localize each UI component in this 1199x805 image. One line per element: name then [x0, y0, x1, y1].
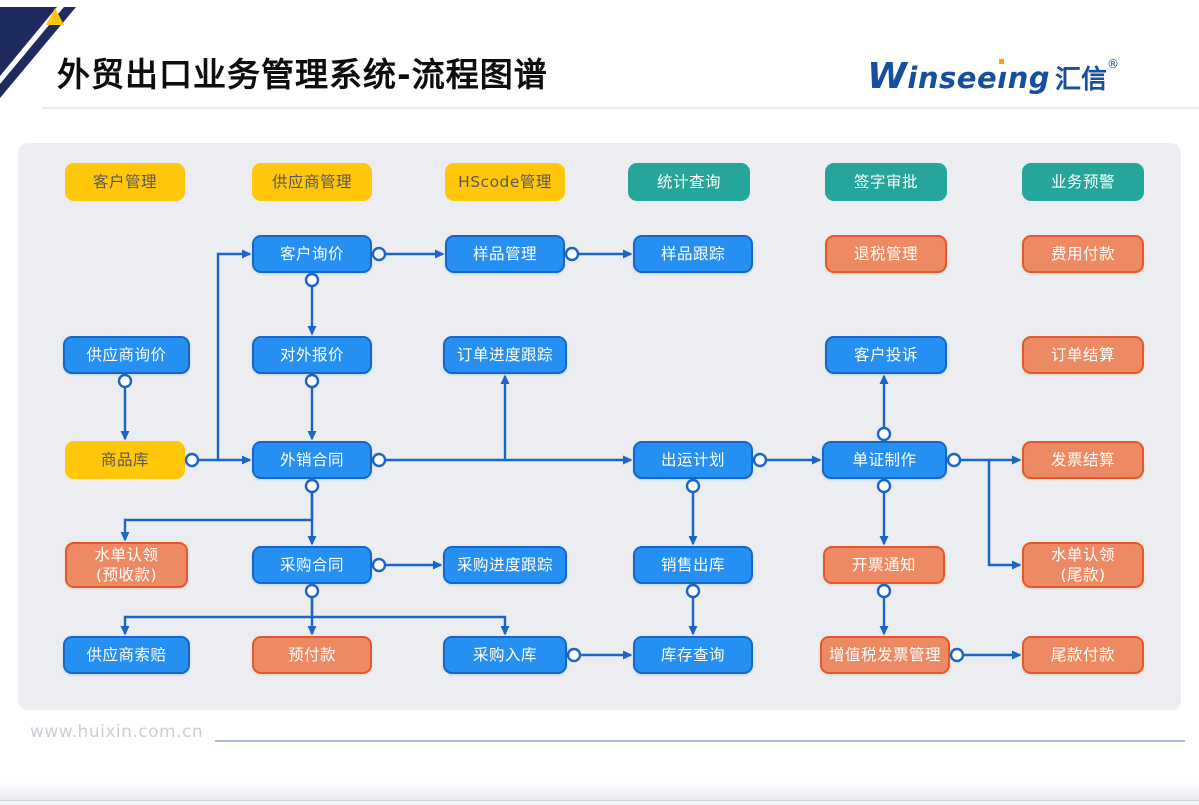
node-label: 样品管理: [472, 245, 537, 263]
node-label: 尾款付款: [1050, 646, 1115, 664]
node-zengzhishui: 增值税发票管理: [820, 636, 950, 674]
node-yewu_yujing: 业务预警: [1022, 163, 1144, 201]
node-label: 采购合同: [279, 556, 344, 574]
node-caigou_hetong: 采购合同: [252, 546, 372, 584]
yellow-triangle-accent: [46, 8, 64, 25]
footer-bottom-strip: [0, 801, 1199, 805]
node-sublabel: (尾款): [1060, 566, 1106, 584]
node-label: 出运计划: [660, 451, 725, 469]
footer-gradient-band: [0, 783, 1199, 801]
node-label: 预付款: [287, 646, 336, 664]
node-yangpin_genzong: 样品跟踪: [633, 235, 753, 273]
website-url: www.huixin.com.cn: [30, 722, 204, 742]
node-label: 水单认领: [94, 546, 159, 564]
node-label: 销售出库: [660, 556, 725, 574]
node-label: 单证制作: [852, 451, 917, 469]
node-shangpinku: 商品库: [65, 441, 185, 479]
node-yufukuan: 预付款: [252, 636, 372, 674]
node-caigou_ruku: 采购入库: [443, 636, 567, 674]
node-label: 库存查询: [660, 646, 725, 664]
node-gys_xunjia: 供应商询价: [63, 336, 190, 374]
node-chuyun_jihua: 出运计划: [633, 441, 753, 479]
node-hscode_guanli: HScode管理: [445, 163, 565, 201]
flowchart-canvas: [18, 143, 1181, 710]
node-label: 签字审批: [853, 173, 918, 191]
node-gongyingshang_guanli: 供应商管理: [252, 163, 372, 201]
node-shuidan_yushou: 水单认领 (预收款): [65, 542, 188, 588]
node-label: 水单认领: [1050, 546, 1115, 564]
node-kehu_guanli: 客户管理: [65, 163, 185, 201]
node-label: 发票结算: [1050, 451, 1115, 469]
node-kaipiao_tongzhi: 开票通知: [823, 546, 945, 584]
node-label: 业务预警: [1050, 173, 1115, 191]
node-shuidan_weikuan: 水单认领 (尾款): [1022, 542, 1144, 588]
header-divider: [42, 107, 1199, 109]
node-weikuan_fukuan: 尾款付款: [1022, 636, 1144, 674]
node-label: 供应商索赔: [86, 646, 167, 664]
node-duiwai_baojia: 对外报价: [252, 336, 372, 374]
node-label: 客户投诉: [853, 346, 918, 364]
node-gys_suopei: 供应商索赔: [63, 636, 190, 674]
node-label: 对外报价: [279, 346, 344, 364]
node-dingdan_jindu: 订单进度跟踪: [443, 336, 567, 374]
node-xiaoshou_chuku: 销售出库: [633, 546, 753, 584]
node-label: 采购进度跟踪: [456, 556, 553, 574]
node-label: 统计查询: [656, 173, 721, 191]
registered-mark: ®: [1107, 57, 1119, 71]
node-label: 退税管理: [853, 245, 918, 263]
node-tuishui_guanli: 退税管理: [825, 235, 947, 273]
node-label: 外销合同: [279, 451, 344, 469]
node-label: 开票通知: [851, 556, 916, 574]
node-label: 供应商管理: [271, 173, 352, 191]
node-waixiao_hetong: 外销合同: [252, 441, 372, 479]
node-label: 订单结算: [1050, 346, 1115, 364]
node-tongji_chaxun: 统计查询: [628, 163, 750, 201]
logo-orange-dot: [999, 59, 1005, 64]
node-label: 采购入库: [472, 646, 537, 664]
node-label: 客户管理: [92, 173, 157, 191]
page-title: 外贸出口业务管理系统-流程图谱: [57, 55, 548, 94]
node-label: 增值税发票管理: [828, 646, 941, 664]
node-label: 供应商询价: [86, 346, 167, 364]
node-sublabel: (预收款): [95, 566, 158, 584]
node-kehu_tousu: 客户投诉: [825, 336, 947, 374]
node-danzheng_zhizuo: 单证制作: [822, 441, 947, 479]
footer-divider-line: [215, 740, 1185, 742]
logo-cjk-text: 汇信: [1054, 65, 1107, 95]
corner-ribbon-decoration: [0, 7, 76, 98]
node-qianzi_shenpi: 签字审批: [825, 163, 947, 201]
node-dingdan_jiesuan: 订单结算: [1022, 336, 1144, 374]
node-label: 费用付款: [1050, 245, 1115, 263]
node-fapiao_jiesuan: 发票结算: [1022, 441, 1144, 479]
node-label: 订单进度跟踪: [456, 346, 553, 364]
node-kucun_chaxun: 库存查询: [633, 636, 753, 674]
node-label: 客户询价: [279, 245, 344, 263]
node-yangpin_guanli: 样品管理: [445, 235, 565, 273]
node-caigou_jindu: 采购进度跟踪: [443, 546, 567, 584]
node-kehu_xunjia: 客户询价: [252, 235, 372, 273]
node-feiyong_fukuan: 费用付款: [1022, 235, 1144, 273]
node-label: HScode管理: [458, 173, 552, 191]
node-label: 商品库: [100, 451, 149, 469]
node-label: 样品跟踪: [660, 245, 725, 263]
